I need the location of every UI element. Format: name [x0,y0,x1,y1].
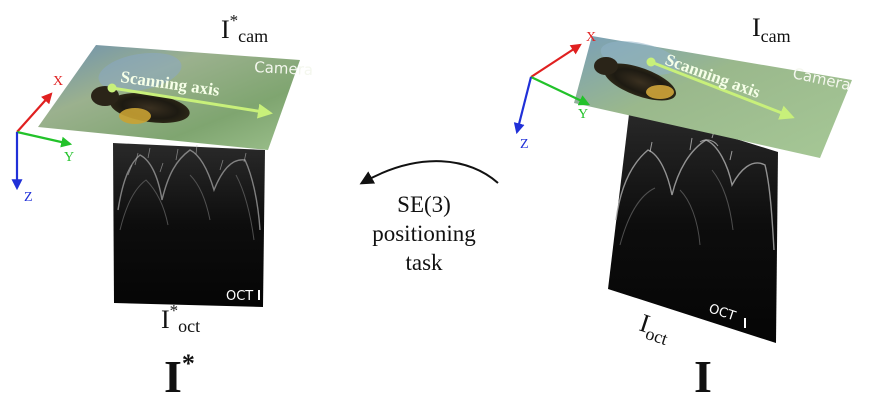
left-oct-label: I*oct [161,301,200,336]
left-big-star: * [182,349,195,378]
left-oct-scale-icon [258,290,260,300]
right-view: OCT Camera Scanning axis X Y Z [513,13,852,397]
left-big-label: I* [164,349,195,397]
right-oct-image: OCT [608,106,778,343]
right-big-label: I [694,351,712,397]
left-axis-y-label: Y [64,150,74,165]
left-axes-frame: X Y Z [11,74,74,205]
left-view: OCT Camera Scanning axis X Y Z [11,11,314,397]
right-camera-image: Camera [574,36,852,158]
left-camera-sub: cam [238,26,268,46]
transition-line-3: task [405,250,443,275]
transition: SE(3) positioning task [359,160,499,275]
transition-line-1: SE(3) [397,192,451,217]
right-oct-sub: oct [643,323,670,349]
right-axis-z-label: Z [520,137,529,152]
left-axis-z-label: Z [24,190,33,205]
right-oct-label: Ioct [635,308,674,349]
transition-line-2: positioning [372,221,476,246]
right-axis-x-label: X [586,30,596,45]
left-oct-star: * [170,301,179,320]
left-oct-text: OCT [226,289,253,304]
left-oct-image: OCT [113,143,265,307]
right-camera-sub: cam [761,26,791,46]
left-oct-sub: oct [178,316,200,336]
left-camera-text: Camera [254,58,314,79]
right-oct-scale-icon [744,318,746,328]
left-axis-x-label: X [53,74,63,89]
transition-arrow [359,160,499,185]
right-axes-frame: X Y Z [513,30,596,152]
right-camera-symbol: I [752,13,761,42]
right-axis-y-label: Y [578,107,588,122]
left-camera-star: * [230,11,239,30]
left-camera-label: I*cam [221,11,268,46]
left-camera-symbol: I [221,15,230,44]
right-camera-label: Icam [752,13,791,46]
left-oct-symbol: I [161,305,170,334]
left-big-symbol: I [164,351,182,397]
